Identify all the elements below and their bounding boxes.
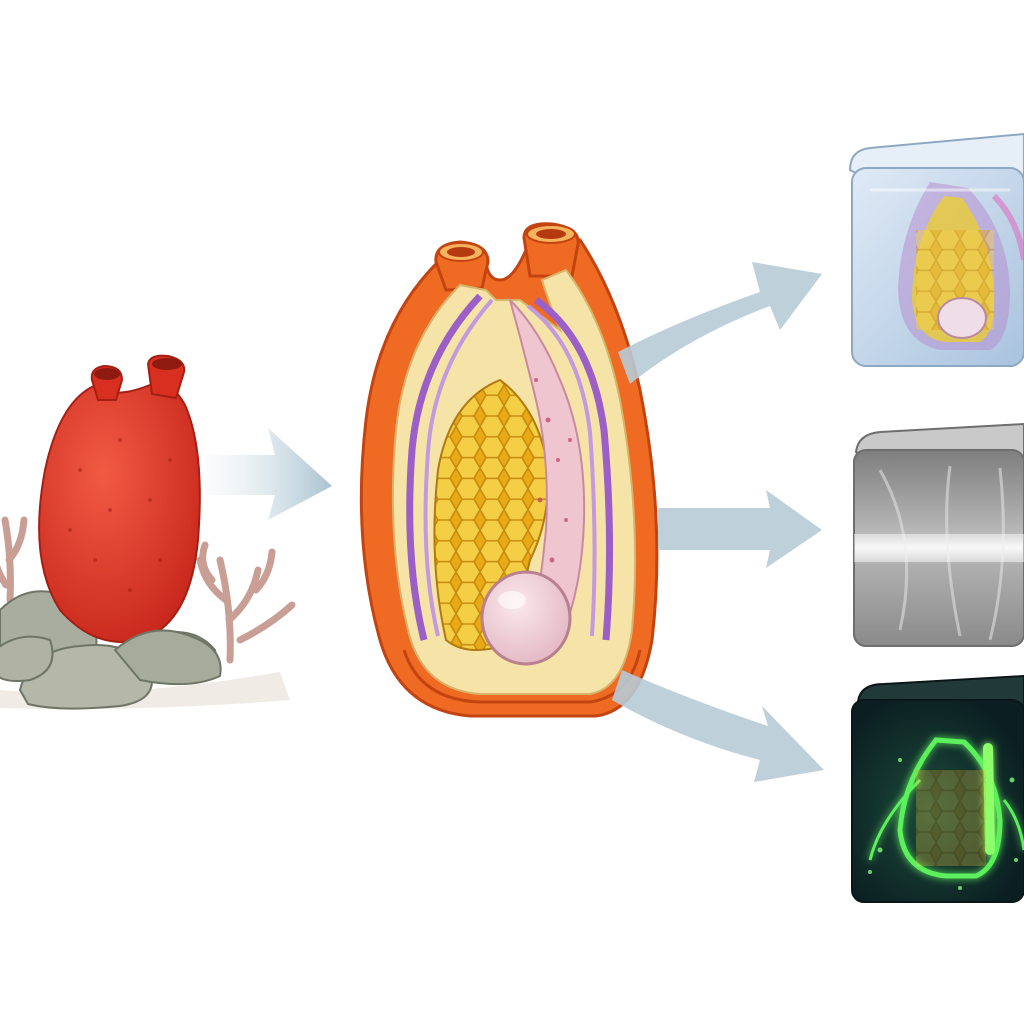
arrow-section-to-xray [658,490,822,568]
arrow-organism-to-section [205,428,332,520]
membrane-right [533,297,614,641]
arrow-section-to-fluorescence [612,670,824,782]
whole-organism-illustration [0,354,296,710]
cross-section-illustration [359,222,659,718]
cleared-volume-panel [848,132,1024,367]
arrow-section-to-cleared [618,262,822,384]
coral-right [196,541,296,664]
membrane-left [406,293,483,641]
fluorescence-volume-panel [851,674,1024,903]
egg-organ [480,570,572,666]
xray-volume-panel [853,422,1024,647]
organism-body [38,382,201,643]
coral-left [0,516,28,604]
